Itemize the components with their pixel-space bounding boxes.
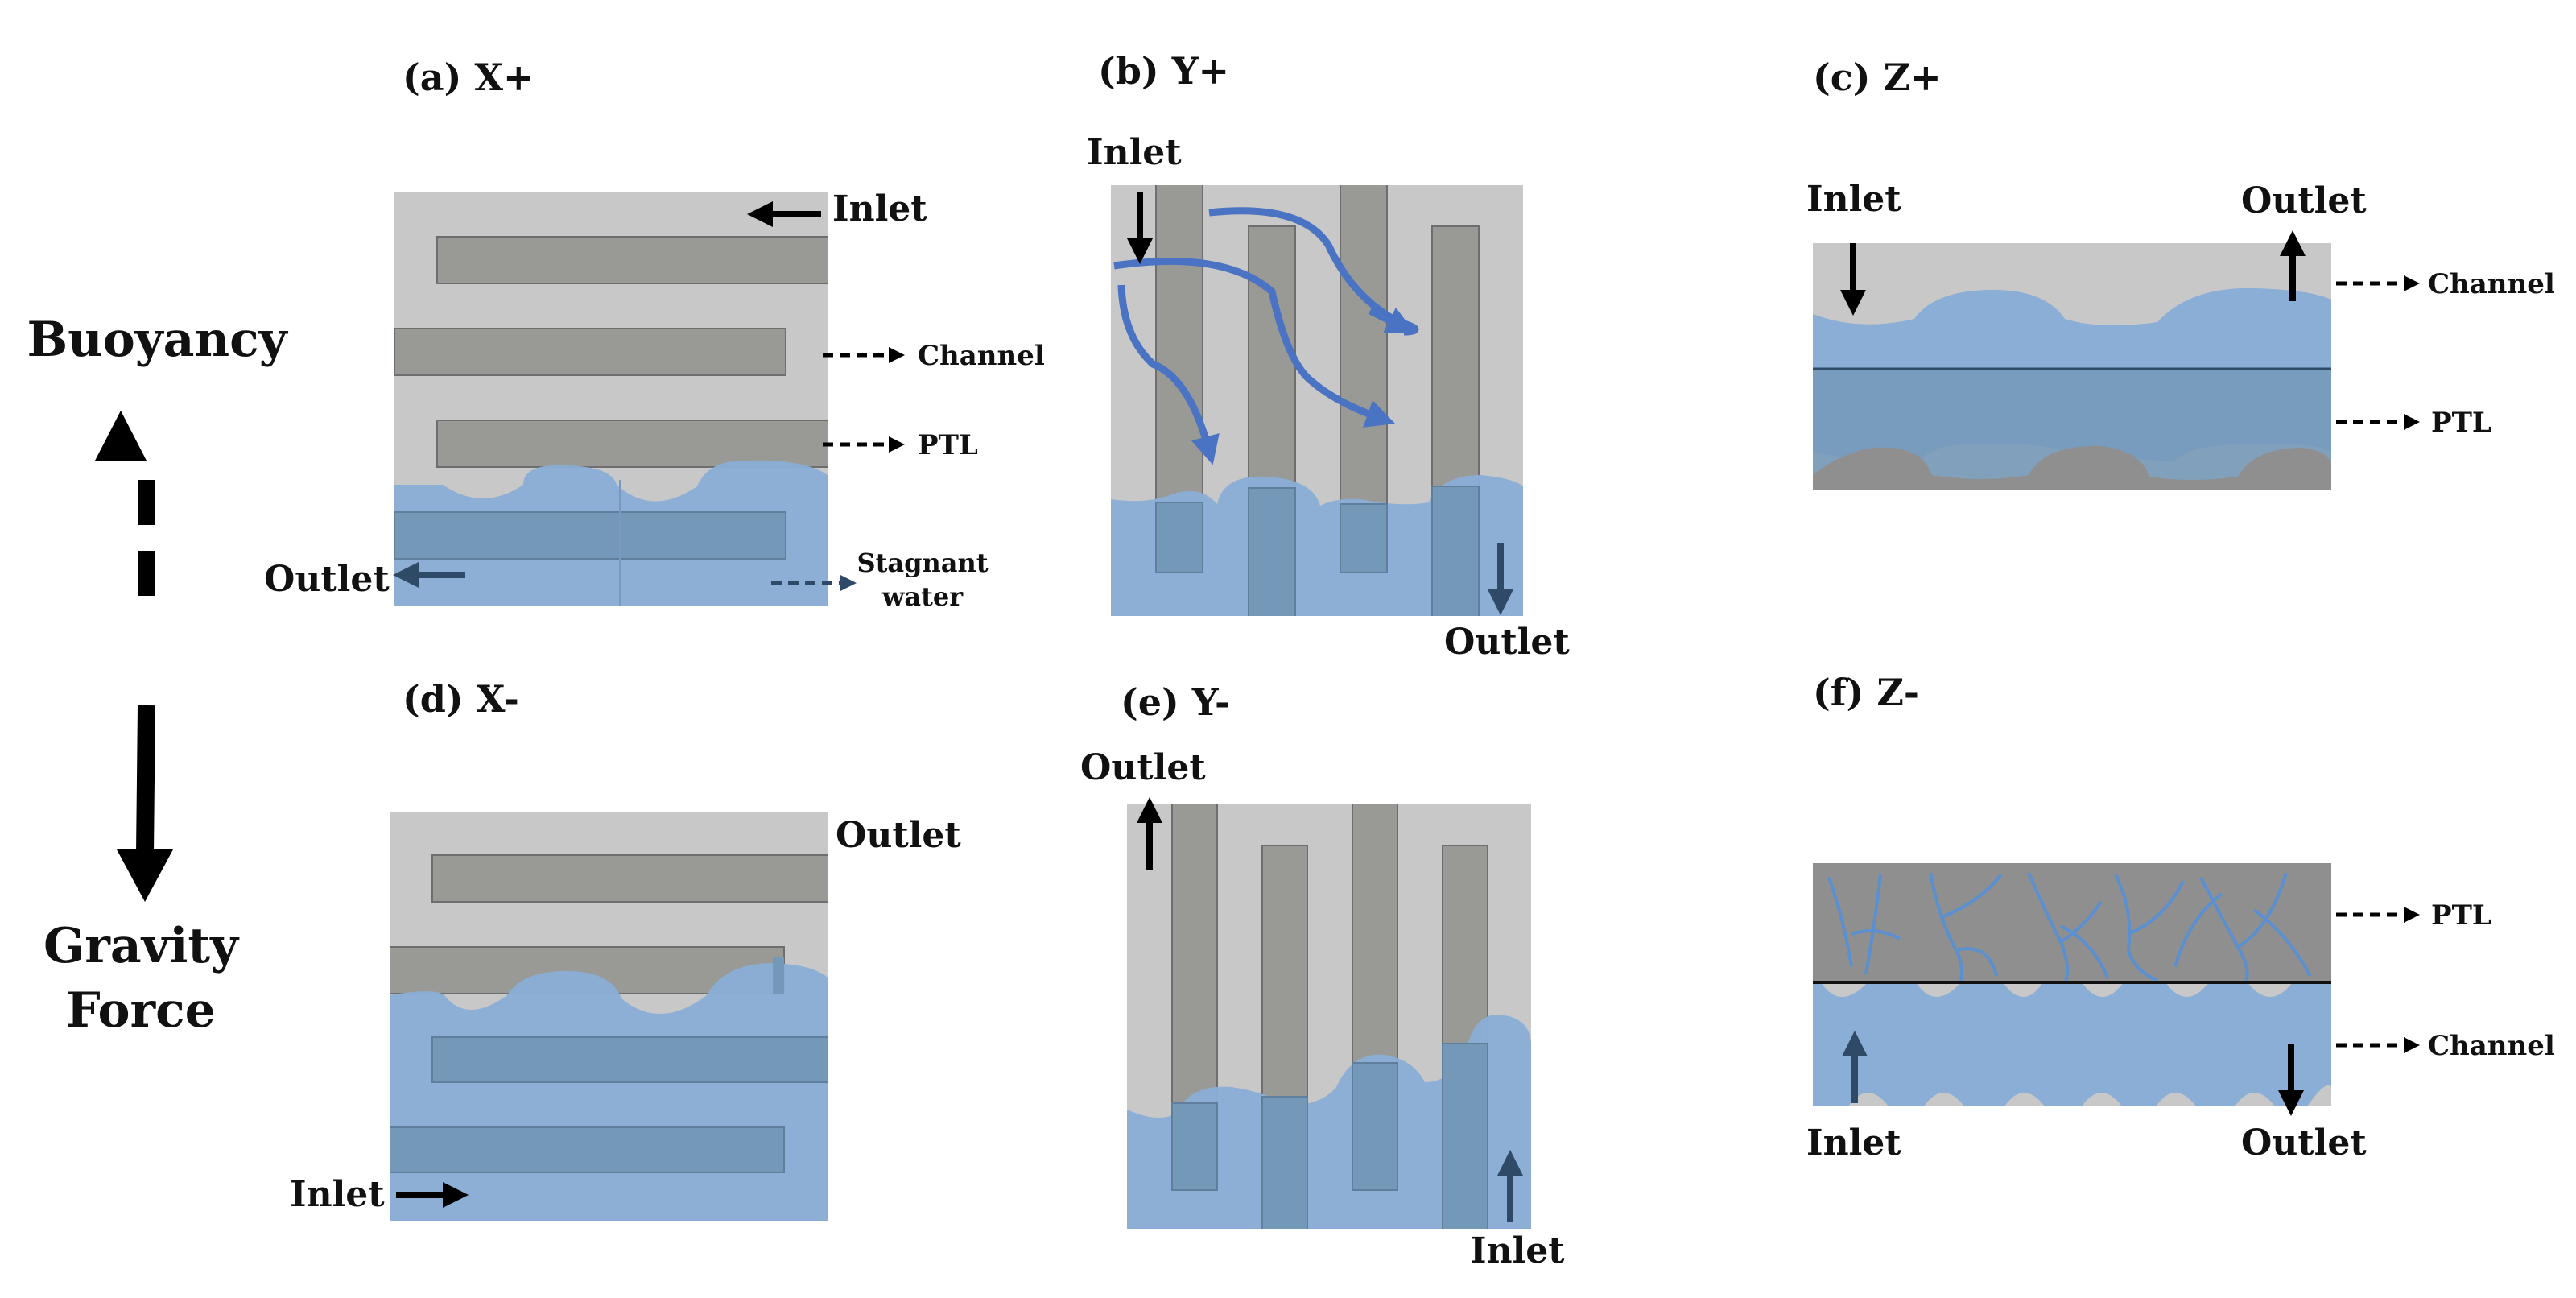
flow-arrow	[1368, 307, 1416, 334]
panel-a-stagnant-label-line2: water	[881, 581, 964, 612]
panel-b-y-plus: (b) Y+ Inlet Outlet	[1087, 49, 1570, 663]
panel-c-channel-label: Channel	[2428, 268, 2555, 300]
panel-d-inlet-label: Inlet	[290, 1174, 385, 1215]
panel-b-title: (b) Y+	[1098, 49, 1229, 93]
buoyancy-arrow-head-icon	[95, 411, 147, 461]
panel-e-outlet-label: Outlet	[1080, 747, 1206, 788]
panel-a-channel-label: Channel	[918, 340, 1045, 372]
water-paths-in-ptl	[1827, 872, 2312, 982]
panel-f-inlet-label: Inlet	[1806, 1122, 1901, 1164]
panel-a-stagnant-label-line1: Stagnant	[857, 548, 988, 578]
panel-f-channel-label: Channel	[2428, 1030, 2555, 1062]
rib-submerged	[394, 511, 786, 560]
panel-e-title: (e) Y-	[1121, 680, 1230, 724]
rib-submerged	[390, 1126, 785, 1173]
panel-f-ptl-label: PTL	[2431, 899, 2491, 932]
buoyancy-indicator: Buoyancy	[27, 312, 289, 596]
panel-c-ptl-label: PTL	[2431, 407, 2491, 439]
channel-region	[1813, 982, 2331, 1106]
bubbles	[1821, 982, 2331, 1106]
rib	[431, 854, 828, 903]
gravity-arrow-shaft	[136, 705, 155, 854]
gravity-indicator: Gravity Force	[43, 705, 240, 1039]
panel-e-inlet-label: Inlet	[1470, 1230, 1565, 1271]
panel-c-title: (c) Z+	[1813, 56, 1942, 99]
panel-c-outlet-label: Outlet	[2241, 180, 2367, 221]
panel-c-inlet-label: Inlet	[1806, 179, 1901, 220]
panel-a-x-plus: (a) X+ Inlet Outlet Channel PTL Stagnant…	[264, 56, 1045, 612]
flow-arrow	[1113, 257, 1395, 428]
gravity-label-line1: Gravity	[43, 918, 240, 974]
water-region	[1127, 1015, 1531, 1229]
panel-d-outlet-label: Outlet	[836, 815, 961, 856]
rib-submerged	[431, 1036, 828, 1083]
panel-d-x-minus: (d) X- Outlet Inlet	[290, 677, 961, 1221]
panel-f-z-minus: (f) Z-	[1806, 671, 2555, 1164]
ptl-region	[1813, 863, 2331, 982]
rib	[436, 236, 828, 284]
panel-f-outlet-label: Outlet	[2241, 1122, 2367, 1164]
gravity-arrow-head-icon	[117, 849, 173, 902]
panel-b-outlet-label: Outlet	[1444, 622, 1570, 663]
panel-a-ptl-label: PTL	[918, 429, 978, 461]
rib	[394, 328, 786, 376]
panel-e-y-minus: (e) Y- Outlet Inlet	[1080, 680, 1565, 1271]
panel-a-title: (a) X+	[402, 56, 535, 99]
water-region	[1111, 475, 1523, 616]
rib	[436, 420, 828, 468]
gravity-label-line2: Force	[66, 982, 216, 1039]
panel-a-inlet-label: Inlet	[832, 188, 927, 229]
buoyancy-label: Buoyancy	[27, 312, 288, 368]
panel-a-outlet-label: Outlet	[264, 559, 390, 600]
panel-c-z-plus: (c) Z+ Inlet Outlet Channel PTL	[1806, 56, 2555, 490]
flow-arrow	[1117, 284, 1220, 465]
panel-b-inlet-label: Inlet	[1087, 132, 1182, 173]
panel-f-title: (f) Z-	[1813, 671, 1919, 714]
panel-d-title: (d) X-	[402, 677, 519, 721]
